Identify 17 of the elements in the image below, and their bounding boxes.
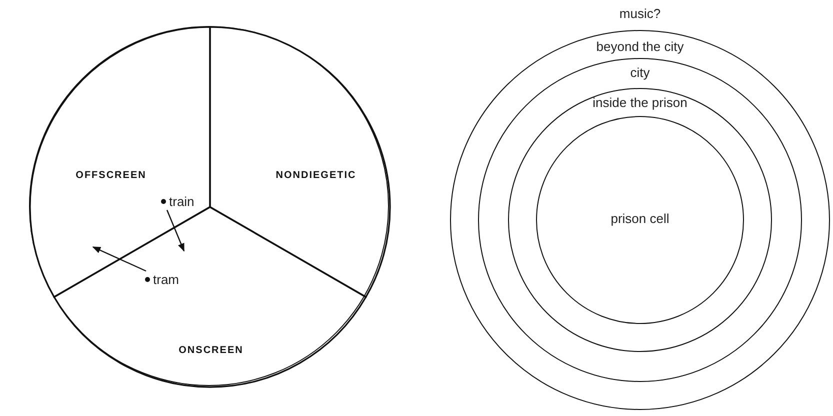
ring-label: prison cell [610, 211, 670, 226]
arrow [166, 210, 185, 252]
ring [478, 58, 802, 382]
ring-label: beyond the city [596, 39, 684, 54]
sector-label: NONDIEGETIC [276, 170, 356, 181]
ring [450, 30, 830, 410]
pie-circle [29, 26, 389, 386]
region-label: music? [619, 6, 661, 21]
ring [508, 88, 772, 352]
place-label: train [169, 194, 194, 208]
arrow [92, 246, 146, 272]
place-label: tram [153, 272, 179, 286]
ring [536, 116, 744, 324]
ring-label: inside the prison [592, 95, 688, 110]
ring-label: city [630, 65, 650, 80]
sector-label: ONSCREEN [178, 345, 244, 356]
sector-label: OFFSCREEN [76, 170, 146, 181]
